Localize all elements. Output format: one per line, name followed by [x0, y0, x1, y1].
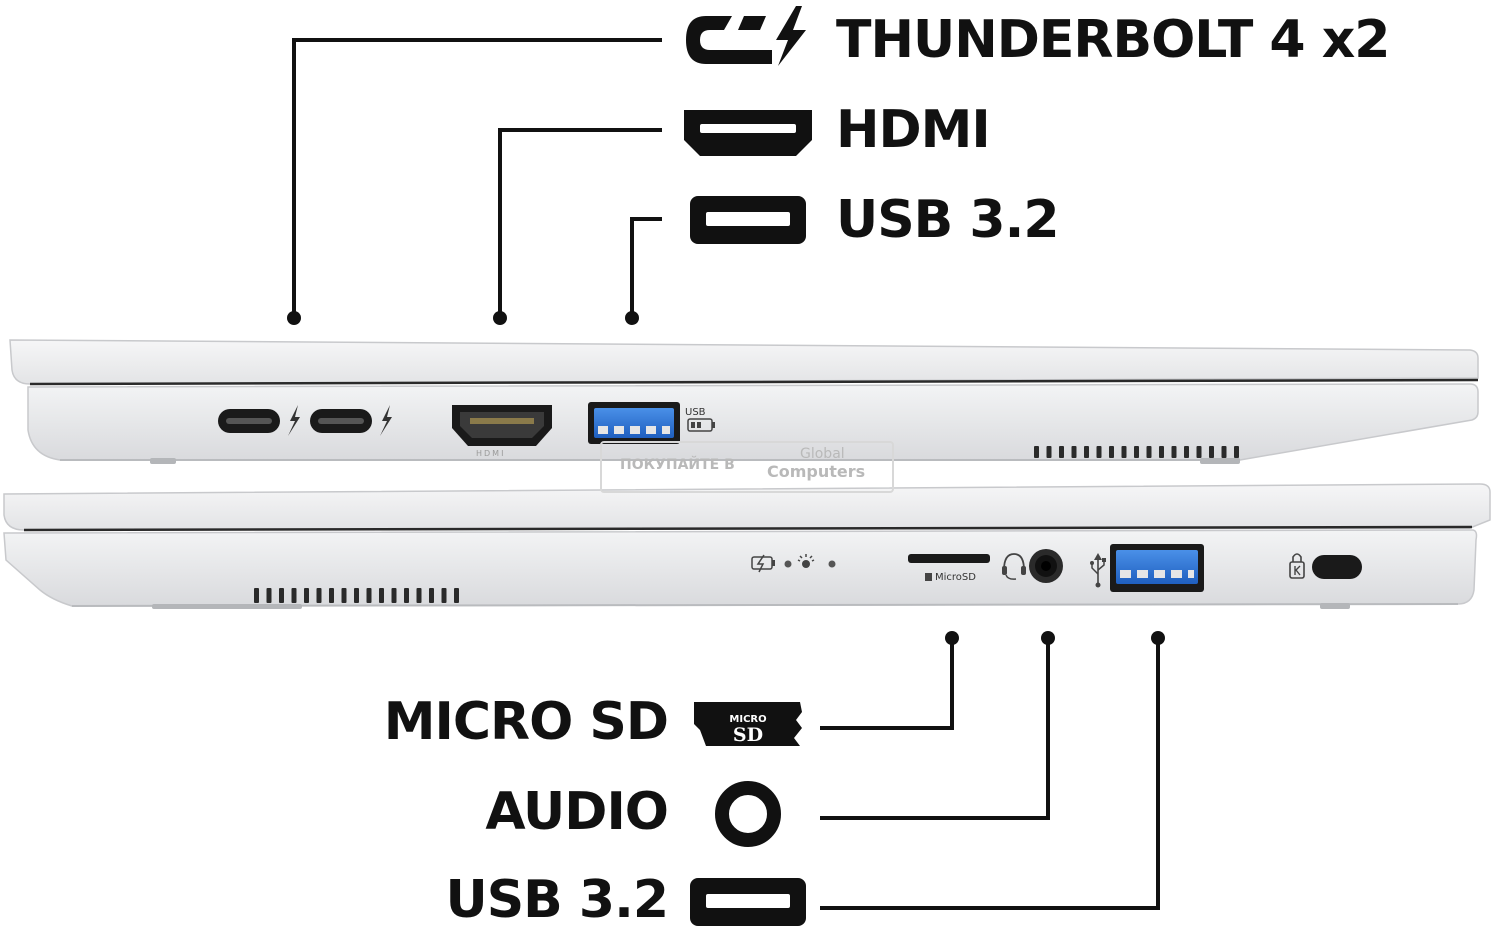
hdmi-port-marking: HDMI [476, 449, 506, 458]
watermark-brand-bottom: Computers [767, 462, 866, 481]
microsd-slot-marking: MicroSD [935, 572, 976, 583]
thunderbolt-bolt-icon-1 [288, 405, 300, 436]
vent-slot [1184, 446, 1189, 458]
vent-slot [391, 588, 397, 603]
usb-a-port-icon-bottom [690, 878, 806, 926]
leader-line-usb-left [630, 217, 662, 316]
vent-slot [1109, 446, 1114, 458]
vent-slot [1121, 446, 1127, 458]
vent-slot [1071, 446, 1077, 458]
microsd-icon-text-top: MICRO [729, 714, 766, 725]
kensington-lock-icon [1289, 553, 1305, 579]
usb-a-port-left [588, 402, 680, 444]
vent-slot [1134, 446, 1139, 458]
vent-slot [1234, 446, 1239, 458]
audio-jack-icon [715, 781, 781, 847]
microsd-icon-text-bottom: SD [733, 724, 763, 746]
leader-dots [287, 311, 1165, 645]
vent-slot [404, 588, 409, 603]
vent-grille-right-view [254, 588, 459, 603]
usb-a-port-right [1110, 544, 1204, 592]
vent-slot [1059, 446, 1064, 458]
leader-line-thunderbolt [292, 38, 662, 316]
thunderbolt-bolt-icon-2 [380, 405, 392, 436]
vent-slot [1171, 446, 1177, 458]
microsd-slot [908, 554, 990, 581]
vent-slot [1146, 446, 1152, 458]
thunderbolt-icon [686, 6, 806, 66]
audio-label: AUDIO [485, 782, 669, 842]
vent-grille-left-view [1034, 446, 1239, 458]
power-led [828, 560, 836, 568]
vent-slot [1209, 446, 1214, 458]
vent-slot [291, 588, 297, 603]
vent-slot [441, 588, 447, 603]
usb-a-port-icon [690, 196, 806, 244]
vent-slot [366, 588, 372, 603]
laptop-right-side-view [3, 483, 1491, 609]
usb-port-marking: USB [685, 407, 706, 418]
microsd-card-icon: MICRO SD [694, 702, 802, 746]
vent-slot [416, 588, 422, 603]
leader-line-usb-right [820, 638, 1160, 910]
audio-jack [1029, 549, 1063, 583]
microsd-label: MICRO SD [383, 692, 669, 752]
hdmi-port [452, 405, 552, 446]
vent-slot [379, 588, 384, 603]
vent-slot [1221, 446, 1227, 458]
leader-line-hdmi [498, 128, 662, 316]
headset-icon [1002, 553, 1026, 580]
hdmi-label: HDMI [836, 100, 991, 160]
vent-slot [266, 588, 272, 603]
watermark-brand-top: Global [800, 446, 845, 462]
vent-slot [1159, 446, 1164, 458]
vent-slot [316, 588, 322, 603]
usb-left-label: USB 3.2 [836, 190, 1060, 250]
vent-slot [454, 588, 459, 603]
thunderbolt-port-1 [218, 409, 280, 433]
leader-line-audio [820, 638, 1050, 820]
usb-symbol-icon [1090, 553, 1106, 588]
leader-line-microsd [820, 638, 954, 730]
hdmi-port-icon [684, 110, 812, 156]
usb-charge-icon [687, 418, 715, 432]
vent-slot [429, 588, 434, 603]
thunderbolt-port-2 [310, 409, 372, 433]
thunderbolt-label: THUNDERBOLT 4 x2 [836, 10, 1390, 70]
vent-slot [304, 588, 309, 603]
vent-slot [1196, 446, 1202, 458]
power-led-icon [797, 554, 815, 568]
vent-slot [354, 588, 359, 603]
battery-led [784, 560, 792, 568]
battery-led-icon [751, 554, 775, 573]
vent-slot [1084, 446, 1089, 458]
vent-slot [254, 588, 259, 603]
vent-slot [329, 588, 334, 603]
vent-slot [1034, 446, 1039, 458]
laptop-left-side-view [9, 339, 1479, 464]
watermark-line1: ПОКУПАЙТЕ В [620, 457, 735, 473]
watermark [600, 441, 894, 493]
vent-slot [1096, 446, 1102, 458]
vent-slot [279, 588, 284, 603]
usb-right-label: USB 3.2 [445, 870, 669, 930]
vent-slot [1046, 446, 1052, 458]
leader-lines [292, 38, 1160, 910]
kensington-lock-slot [1312, 555, 1362, 579]
vent-slot [341, 588, 347, 603]
